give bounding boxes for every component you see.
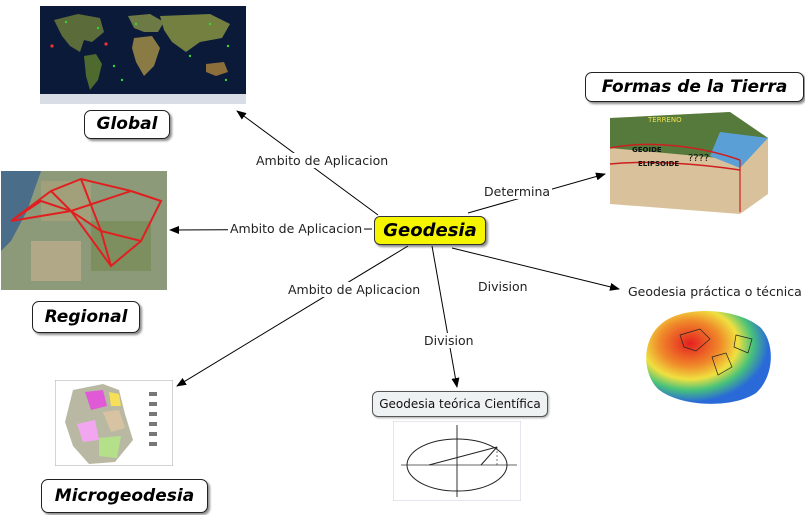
world-map-image	[40, 6, 246, 104]
node-geodesia-practica[interactable]: Geodesia práctica o técnica	[628, 284, 802, 299]
node-formas-de-la-tierra[interactable]: Formas de la Tierra	[585, 72, 804, 102]
satellite-network-image	[1, 171, 167, 290]
earth-layers-image: TERRENO GEOIDE ELIPSOIDE ????	[610, 112, 768, 214]
terreno-text: TERRENO	[647, 116, 682, 124]
node-geodesia-teorica[interactable]: Geodesia teórica Científica	[372, 391, 548, 417]
geoide-text: GEOIDE	[632, 146, 662, 154]
node-global[interactable]: Global	[84, 110, 170, 139]
edge-label-division-teorica: Division	[422, 333, 476, 348]
center-node-geodesia[interactable]: Geodesia	[374, 216, 486, 245]
elipsoide-text: ELIPSOIDE	[638, 160, 679, 168]
edge-label-determina: Determina	[482, 184, 553, 199]
edge-label-ambito-micro: Ambito de Aplicacion	[286, 282, 423, 297]
ellipse-diagram-image	[393, 421, 521, 501]
node-microgeodesia[interactable]: Microgeodesia	[41, 479, 208, 513]
node-regional[interactable]: Regional	[32, 301, 140, 333]
edge-label-division-practica: Division	[476, 279, 530, 294]
link-practica	[451, 247, 620, 291]
edge-label-ambito-regional: Ambito de Aplicacion	[228, 221, 365, 236]
question-text: ????	[688, 153, 709, 164]
link-teorica	[431, 245, 460, 388]
geoid-image	[646, 310, 771, 404]
geologic-map-image	[55, 380, 173, 466]
link-micro	[176, 245, 409, 387]
edge-label-ambito-global: Ambito de Aplicacion	[254, 153, 391, 168]
